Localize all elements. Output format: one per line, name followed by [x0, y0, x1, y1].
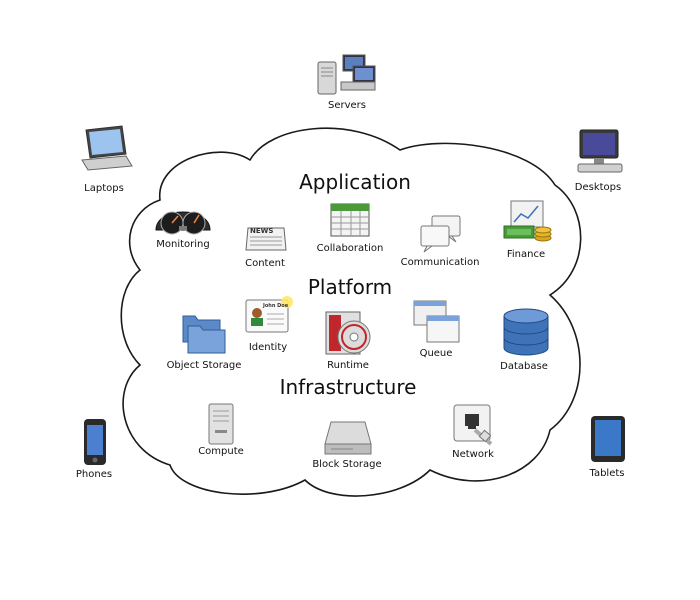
- monitoring-gauge-icon: [155, 211, 211, 235]
- label-runtime: Runtime: [327, 360, 369, 371]
- laptop-icon: [81, 125, 133, 171]
- section-title-infrastructure: Infrastructure: [279, 375, 417, 399]
- compute-server-icon: [208, 403, 234, 445]
- network-ethernet-icon: [453, 404, 493, 446]
- newspaper-text: NEWS: [250, 227, 274, 235]
- object-storage-folder-icon: [182, 315, 226, 354]
- label-object-storage: Object Storage: [166, 360, 242, 371]
- label-desktops: Desktops: [574, 182, 622, 193]
- label-identity: Identity: [248, 342, 288, 353]
- phone-icon: [84, 419, 106, 465]
- label-content: Content: [245, 258, 285, 269]
- desktop-icon: [577, 129, 623, 173]
- label-finance: Finance: [506, 249, 546, 260]
- label-monitoring: Monitoring: [156, 239, 210, 250]
- tablet-icon: [591, 416, 625, 462]
- label-network: Network: [452, 449, 494, 460]
- label-communication: Communication: [400, 257, 480, 268]
- label-laptops: Laptops: [84, 183, 124, 194]
- servers-icon: [317, 54, 376, 95]
- identity-card-icon: John Doe: [243, 294, 295, 336]
- label-collaboration: Collaboration: [316, 243, 384, 254]
- collaboration-spreadsheet-icon: [330, 203, 370, 237]
- section-title-application: Application: [299, 170, 411, 194]
- label-queue: Queue: [419, 348, 453, 359]
- finance-money-icon: [503, 200, 552, 242]
- label-database: Database: [500, 361, 548, 372]
- content-newspaper-icon: NEWS: [245, 226, 287, 252]
- block-storage-drive-icon: [324, 421, 372, 455]
- communication-bubbles-icon: [420, 215, 461, 253]
- database-cylinder-icon: [503, 308, 549, 356]
- label-tablets: Tablets: [589, 468, 625, 479]
- label-servers: Servers: [327, 100, 367, 111]
- identity-card-name: John Doe: [263, 303, 289, 309]
- label-compute: Compute: [198, 446, 244, 457]
- section-title-platform: Platform: [307, 275, 393, 299]
- label-phones: Phones: [75, 469, 113, 480]
- runtime-disc-icon: [325, 311, 371, 355]
- label-block-storage: Block Storage: [312, 459, 382, 470]
- queue-windows-icon: [413, 300, 460, 343]
